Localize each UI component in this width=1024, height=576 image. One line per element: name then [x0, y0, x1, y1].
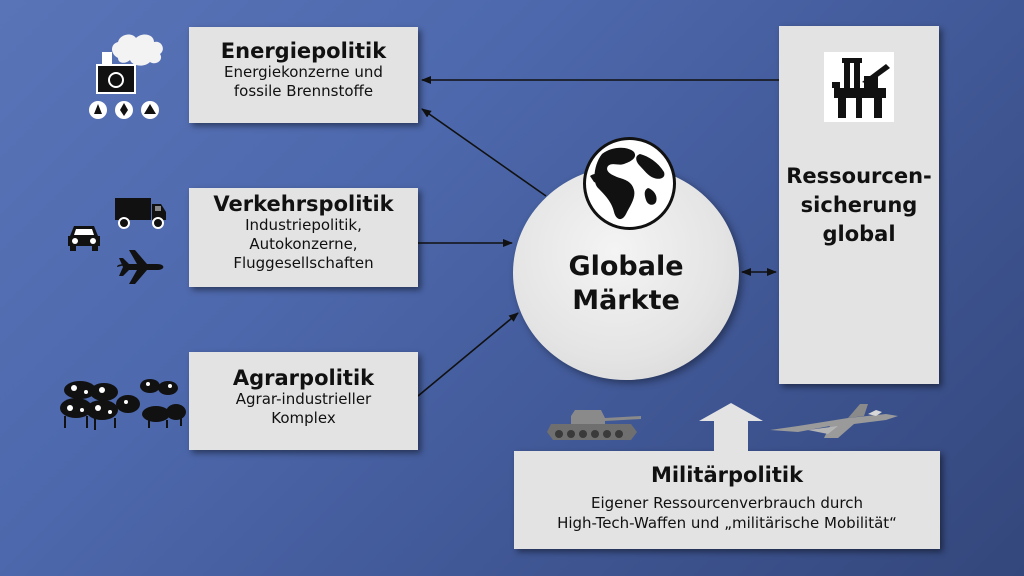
car-icon — [66, 222, 102, 256]
verkehrspolitik-sub-2: Autokonzerne, — [249, 235, 358, 253]
factory-icon — [80, 30, 170, 126]
energiepolitik-box: Energiepolitik Energiekonzerne und fossi… — [189, 27, 418, 123]
verkehrspolitik-sub-1: Industriepolitik, — [245, 216, 362, 234]
energiepolitik-sub-1: Energiekonzerne und — [224, 63, 383, 81]
militaerpolitik-sub-1: Eigener Ressourcenverbrauch durch — [591, 494, 863, 512]
militaerpolitik-sub-2: High-Tech-Waffen und „militärische Mobil… — [557, 514, 897, 532]
energiepolitik-sub-2: fossile Brennstoffe — [233, 82, 374, 100]
ressourcensicherung-line-1: Ressourcen- — [786, 164, 932, 188]
airplane-icon — [115, 248, 165, 290]
militaerpolitik-box: Militärpolitik Eigener Ressourcenverbrau… — [514, 451, 940, 549]
globale-maerkte-line-2: Märkte — [572, 285, 680, 316]
ressourcensicherung-box: Ressourcen- sicherung global — [779, 26, 939, 384]
oil-rig-icon — [824, 52, 894, 126]
globe-icon — [582, 136, 677, 235]
agrarpolitik-title: Agrarpolitik — [232, 366, 375, 390]
globale-maerkte-line-1: Globale — [568, 251, 684, 282]
ressourcensicherung-line-2: sicherung — [800, 193, 918, 217]
verkehrspolitik-box: Verkehrspolitik Industriepolitik, Autoko… — [189, 188, 418, 287]
truck-icon — [115, 196, 167, 234]
agrarpolitik-box: Agrarpolitik Agrar-industrieller Komplex — [189, 352, 418, 450]
agrarpolitik-sub-2: Komplex — [271, 409, 336, 427]
verkehrspolitik-sub-3: Fluggesellschaften — [233, 254, 374, 272]
ressourcensicherung-line-3: global — [822, 222, 896, 246]
militaer-up-arrow — [699, 403, 763, 451]
agrarpolitik-sub-1: Agrar-industrieller — [235, 390, 372, 408]
fighter-jet-icon — [768, 396, 900, 448]
livestock-icon — [58, 372, 186, 436]
arrow-markt-to-energie — [421, 108, 547, 197]
militaerpolitik-title: Militärpolitik — [650, 463, 804, 487]
tank-icon — [545, 404, 645, 448]
arrow-agrar-to-markt — [417, 312, 519, 397]
energiepolitik-title: Energiepolitik — [220, 39, 387, 63]
verkehrspolitik-title: Verkehrspolitik — [213, 192, 394, 216]
